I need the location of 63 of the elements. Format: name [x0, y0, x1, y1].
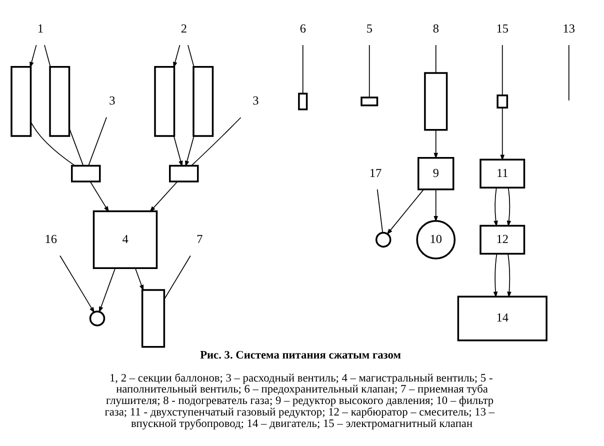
- node-circle: [89, 310, 106, 326]
- node-text: 3: [109, 93, 116, 108]
- connector: [30, 121, 76, 166]
- arrow: [434, 129, 438, 158]
- node-text: 8: [432, 20, 439, 35]
- node-box: [360, 96, 378, 106]
- arrow: [30, 44, 37, 68]
- node-box: 14: [457, 295, 548, 341]
- node-box: [154, 66, 176, 136]
- arrow: [173, 44, 180, 68]
- node-text: 16: [44, 231, 57, 246]
- connector: [376, 188, 384, 232]
- diagram-title: Рис. 3. Система питания сжатым газом: [200, 349, 402, 362]
- node-box: 4: [92, 210, 158, 268]
- connector: [164, 254, 191, 300]
- connector: [44, 44, 51, 67]
- node-text: 6: [300, 20, 306, 35]
- arrow: [149, 180, 178, 212]
- node-box: [10, 66, 32, 136]
- connector: [88, 116, 107, 166]
- arrow: [90, 180, 110, 212]
- arrow: [500, 106, 505, 160]
- arrow: [173, 135, 183, 166]
- connector: [68, 127, 84, 166]
- node-box: [192, 66, 214, 136]
- arrow: [506, 186, 512, 226]
- arrow: [434, 188, 438, 222]
- arrow: [134, 267, 144, 291]
- node-box: 9: [418, 156, 454, 190]
- arrow: [494, 186, 498, 226]
- connector: [435, 44, 436, 73]
- node-box: [71, 164, 101, 182]
- caption: 1, 2 – секции баллонов; 3 – расходный вентиль; 4 – магистральный вентиль; 5 - наполнительный вентиль; 6 – предохранительный клапан; 7 – приемная туба глушителя; 8 - подогреватель газа; 9 – редуктор высокого давления; 10 – фильтр газа; 11 - двухступенчатый газовый редуктор; 12 – карбюратор – смеситель; 13 – впускной трубопровод; 14 – двигатель; 15 – электромагнитный клапан: [104, 372, 495, 430]
- node-box: [49, 66, 70, 136]
- node-box: [141, 288, 166, 348]
- connector: [302, 44, 304, 94]
- connector: [568, 44, 570, 100]
- node-text: 1: [37, 20, 44, 35]
- connector: [502, 44, 503, 96]
- node-text: 15: [496, 20, 508, 35]
- node-box: [496, 94, 508, 108]
- arrow: [493, 253, 498, 298]
- node-text: 7: [196, 231, 203, 246]
- arrow: [60, 254, 95, 313]
- connector: [191, 116, 242, 166]
- node-text: 5: [366, 20, 372, 35]
- arrow: [185, 135, 194, 166]
- node-text: 17: [369, 165, 382, 180]
- node-text: 13: [562, 20, 575, 35]
- arrow: [98, 267, 116, 312]
- arrow: [507, 253, 512, 298]
- node-circle: 10: [416, 220, 456, 259]
- node-box: [298, 92, 308, 110]
- node-circle: [376, 231, 392, 248]
- connector: [368, 44, 370, 98]
- node-box: 11: [480, 158, 526, 188]
- node-box: [169, 164, 199, 182]
- node-box: [424, 72, 448, 130]
- arrow: [386, 188, 424, 234]
- node-text: 2: [180, 20, 187, 35]
- node-text: 3: [252, 93, 259, 108]
- connector: [188, 44, 194, 67]
- node-box: 12: [480, 224, 526, 254]
